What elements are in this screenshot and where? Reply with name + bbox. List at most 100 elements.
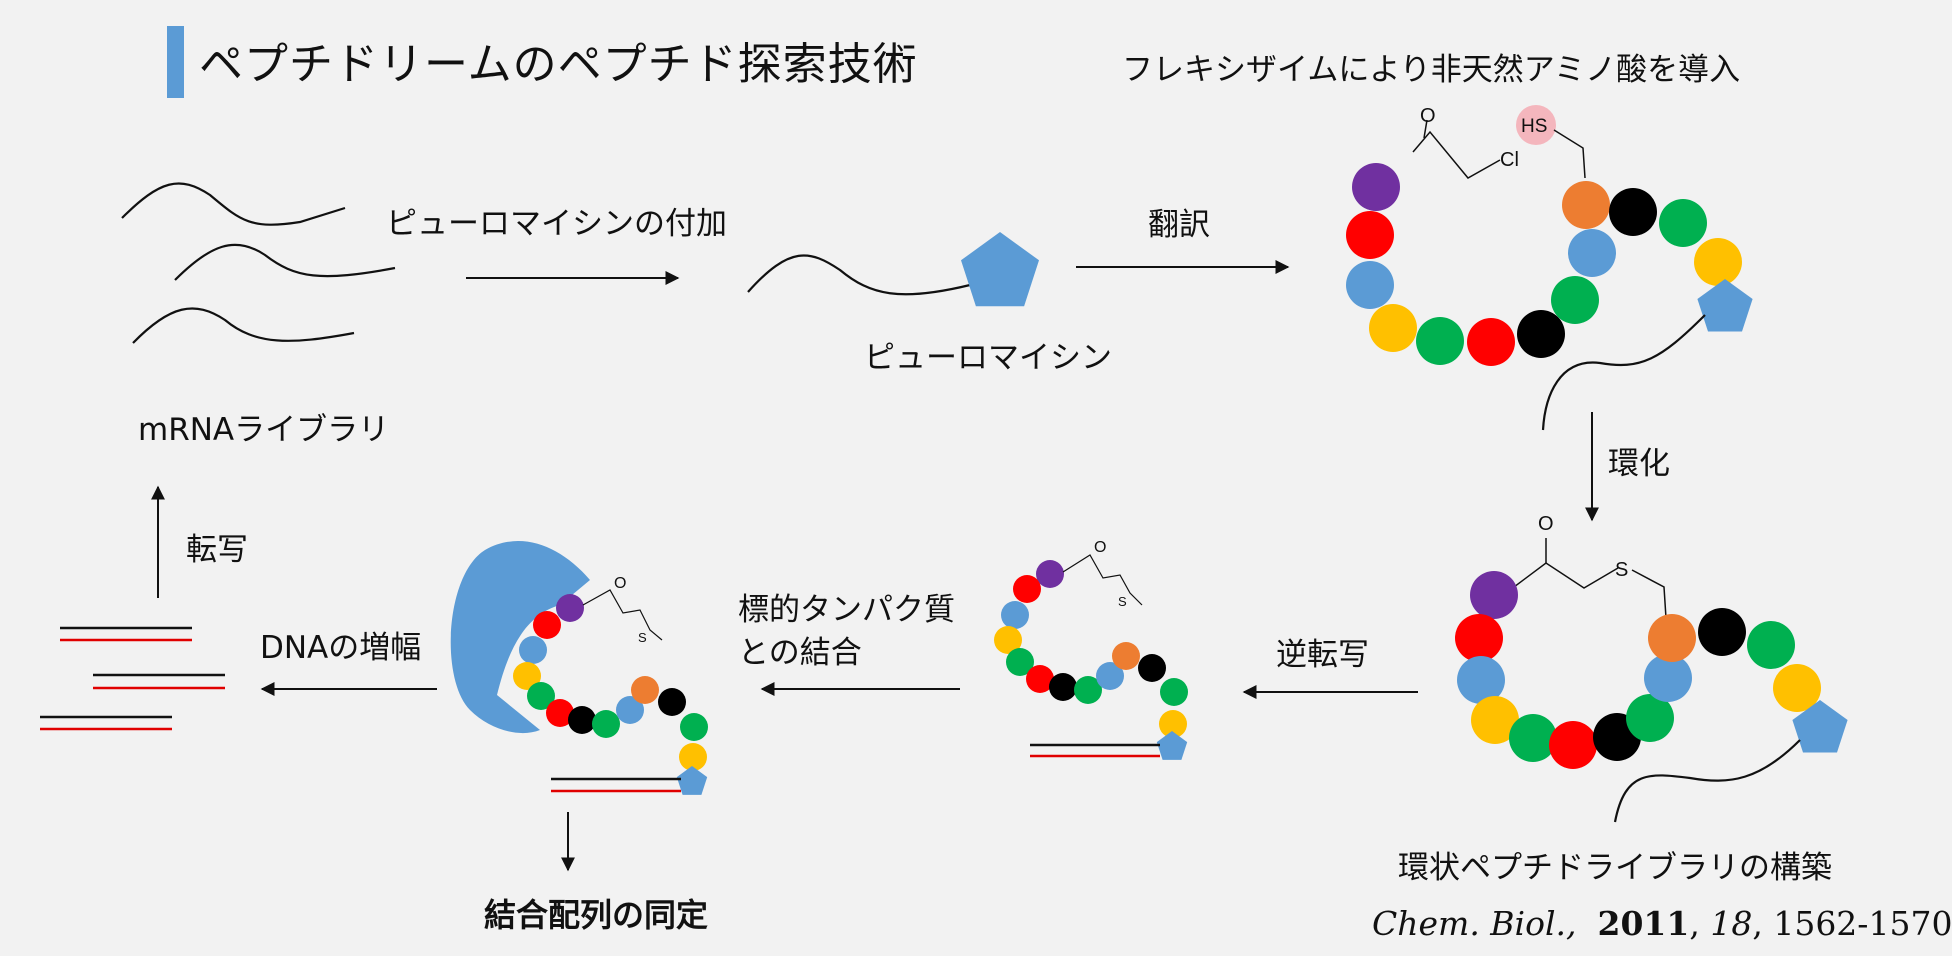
cyclic-peptide-residue-6	[1549, 721, 1597, 769]
mrna-strand-2	[174, 243, 396, 281]
cyclic-bonds-right	[1631, 569, 1667, 619]
left-complex-residue-3	[519, 636, 547, 664]
reverse-transcription-label: 逆転写	[1276, 637, 1369, 673]
linear-peptide-residue-9	[1568, 229, 1616, 277]
cyclic-peptide-puromycin	[1792, 700, 1848, 753]
cyclic-peptide-residue-11	[1698, 608, 1746, 656]
puromycin-add-label: ピューロマイシンの付加	[386, 206, 727, 242]
left-complex-residue-13	[679, 743, 707, 771]
linear-peptide-residue-10	[1562, 181, 1610, 229]
left-complex-residue-1	[556, 594, 584, 622]
mrna-strand-1	[121, 182, 346, 226]
citation-journal: Chem. Biol.,	[1372, 904, 1577, 943]
flexizyme-label: フレキシザイムにより非天然アミノ酸を導入	[1122, 52, 1741, 88]
mid-complex-residue-2	[1013, 575, 1041, 603]
mid-complex-sulfur: S	[1118, 594, 1127, 609]
oxygen-atom: O	[1420, 105, 1436, 127]
mid-complex-residue-7	[1049, 673, 1077, 701]
mid-complex-residue-11	[1138, 654, 1166, 682]
peptide-cl-bonds	[1412, 130, 1501, 179]
left-complex-bonds	[582, 589, 663, 641]
cyclic-peptide-residue-1	[1470, 571, 1518, 619]
cyclization-label: 環化	[1608, 446, 1670, 482]
target-binding-label-line2: との結合	[738, 635, 862, 671]
left-complex-residue-4	[513, 662, 541, 690]
cyclic-peptide-residue-3	[1457, 656, 1505, 704]
linear-peptide-residue-1	[1352, 163, 1400, 211]
thiol-bond	[1553, 129, 1586, 179]
chlorine-atom: Cl	[1500, 149, 1519, 171]
mid-complex-residue-6	[1026, 665, 1054, 693]
mid-complex-residue-1	[1036, 560, 1064, 588]
linear-peptide-residue-8	[1551, 276, 1599, 324]
linear-peptide-residue-5	[1416, 317, 1464, 365]
cyclic-peptide-residue-12	[1747, 621, 1795, 669]
linear-peptide-residue-6	[1467, 318, 1515, 366]
identification-label: 結合配列の同定	[484, 896, 709, 934]
puromycin-label: ピューロマイシン	[864, 340, 1112, 376]
thiol-highlight	[1516, 105, 1556, 145]
mid-complex-residue-9	[1096, 662, 1124, 690]
thiol-group: HS	[1521, 116, 1547, 137]
left-complex-oxygen: O	[614, 575, 626, 592]
translation-label: 翻訳	[1148, 207, 1210, 243]
left-complex-residue-8	[592, 710, 620, 738]
citation-pages: , 1562-1570	[1752, 904, 1952, 943]
puromycin-pentagon	[961, 232, 1039, 307]
mid-complex-residue-5	[1006, 648, 1034, 676]
linear-peptide-residue-11	[1609, 188, 1657, 236]
citation-volume: 18	[1710, 904, 1753, 943]
left-complex-residue-11	[658, 688, 686, 716]
mid-complex-residue-8	[1074, 676, 1102, 704]
transcription-label: 転写	[186, 532, 248, 568]
left-complex-residue-7	[568, 706, 596, 734]
linear-peptide-tail	[1541, 314, 1706, 431]
page-title: ペプチドリームのペプチド探索技術	[199, 39, 918, 90]
mid-complex-oxygen: O	[1094, 539, 1106, 556]
linear-peptide-residue-12	[1659, 199, 1707, 247]
dna-amplification-label: DNAの増幅	[260, 630, 422, 666]
cyclic-peptide-residue-10	[1648, 614, 1696, 662]
carbonyl-bond	[1423, 119, 1428, 139]
linear-peptide-residue-4	[1369, 304, 1417, 352]
cyclic-library-label: 環状ペプチドライブラリの構築	[1398, 850, 1832, 886]
title-accent-bar	[167, 26, 184, 98]
mid-complex-bonds	[1062, 554, 1143, 606]
linear-peptide-residue-2	[1346, 211, 1394, 259]
mid-complex-residue-13	[1159, 710, 1187, 738]
linear-peptide-residue-7	[1517, 310, 1565, 358]
mid-complex-puromycin	[1156, 731, 1188, 760]
mid-complex-residue-12	[1160, 678, 1188, 706]
citation-year: 2011	[1597, 904, 1690, 943]
cyclic-bonds-left	[1509, 562, 1619, 591]
target-binding-label-line1: 標的タンパク質	[738, 592, 955, 628]
left-complex-residue-10	[631, 676, 659, 704]
cyclic-peptide-residue-4	[1471, 696, 1519, 744]
left-complex-residue-5	[527, 682, 555, 710]
cyclic-peptide-residue-8	[1626, 694, 1674, 742]
mid-complex-residue-4	[994, 626, 1022, 654]
left-complex-residue-9	[616, 696, 644, 724]
cyclic-peptide-residue-5	[1509, 714, 1557, 762]
cyclic-peptide-tail	[1613, 739, 1801, 823]
mid-complex-residue-3	[1001, 601, 1029, 629]
citation: Chem. Biol., 2011, 18, 1562-1570	[1372, 904, 1952, 943]
target-protein	[450, 541, 590, 734]
mid-complex-residue-10	[1112, 642, 1140, 670]
cyclic-peptide-residue-9	[1644, 654, 1692, 702]
left-complex-residue-2	[533, 611, 561, 639]
mrna-puromycin-strand	[747, 254, 971, 296]
left-complex-residue-6	[546, 699, 574, 727]
mrna-strand-3	[132, 307, 355, 344]
cyclic-peptide-residue-13	[1773, 664, 1821, 712]
linear-peptide-residue-3	[1346, 261, 1394, 309]
cyclic-peptide-residue-2	[1455, 614, 1503, 662]
left-complex-puromycin	[676, 766, 708, 795]
left-complex-residue-12	[680, 713, 708, 741]
mrna-library-label: mRNAライブラリ	[138, 412, 390, 448]
linear-peptide-residue-13	[1694, 238, 1742, 286]
left-complex-sulfur: S	[638, 630, 647, 645]
cyclic-oxygen-atom: O	[1538, 513, 1554, 535]
linear-peptide-puromycin	[1697, 279, 1753, 332]
